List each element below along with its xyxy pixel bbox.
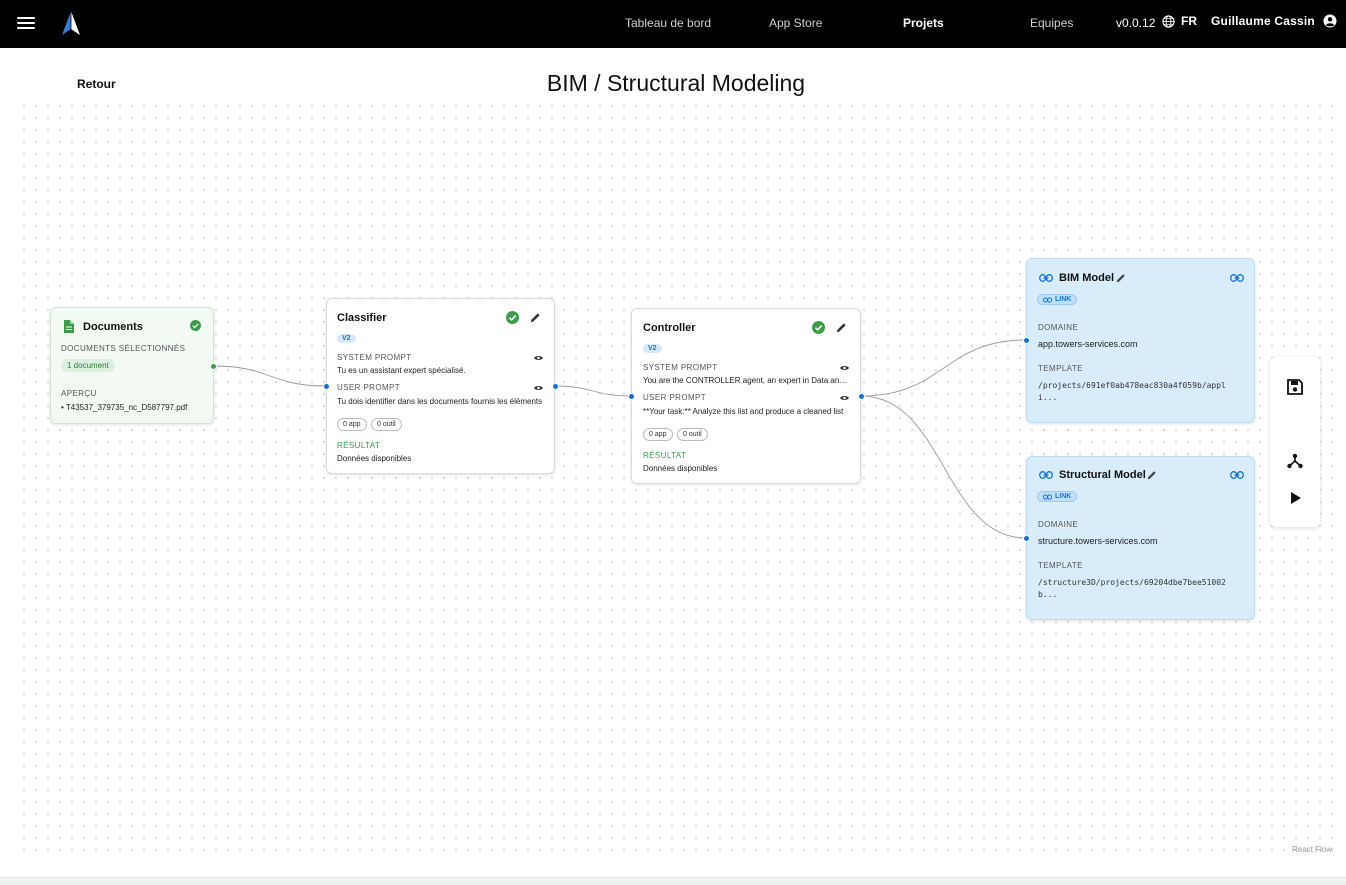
version-label: v0.0.12 xyxy=(1116,16,1156,30)
version-badge: V2 xyxy=(337,334,356,343)
domain-label: DOMAINE xyxy=(1038,520,1079,529)
template-label: TEMPLATE xyxy=(1038,364,1083,373)
page-title: BIM / Structural Modeling xyxy=(546,70,806,96)
documents-node[interactable]: Documents DOCUMENTS SÉLECTIONNÉS 1 docum… xyxy=(50,307,217,424)
result-label: RÉSULTAT xyxy=(337,441,381,450)
link-type-badge: LINK xyxy=(1037,294,1078,305)
classifier-node[interactable]: Classifier V2 SYSTEM PROMPT Tu es un ass… xyxy=(323,298,559,474)
system-prompt-text: You are the CONTROLLER agent, an expert … xyxy=(643,376,851,385)
domain-value: app.towers-services.com xyxy=(1038,339,1138,349)
language-selector[interactable]: FR xyxy=(1162,14,1197,28)
template-value-line-1: /structure3D/projects/69204dbe7bee51002 xyxy=(1038,578,1226,587)
eye-icon[interactable] xyxy=(840,365,849,371)
canvas-side-toolbar xyxy=(1270,357,1320,527)
edit-pencil-icon[interactable] xyxy=(836,322,847,333)
user-prompt-label: USER PROMPT xyxy=(337,383,401,392)
structural-model-title: Structural Model xyxy=(1059,469,1146,481)
check-circle-icon xyxy=(190,320,201,331)
domain-value: structure.towers-services.com xyxy=(1038,536,1158,546)
apps-count-chip[interactable]: 0 app xyxy=(337,418,367,431)
check-circle-icon xyxy=(812,321,825,334)
eye-icon[interactable] xyxy=(840,395,849,401)
bottom-edge xyxy=(0,877,1346,885)
link-badge-label: LINK xyxy=(1055,493,1072,500)
structural-model-input-handle[interactable] xyxy=(1023,535,1030,542)
tools-count-chip[interactable]: 0 outil xyxy=(371,418,402,431)
link-type-badge: LINK xyxy=(1037,491,1078,502)
bim-model-node[interactable]: BIM Model LINK DOMAINE app.towers-servic… xyxy=(1023,258,1255,423)
save-icon[interactable] xyxy=(1286,378,1304,396)
nav-link-projects[interactable]: Projets xyxy=(903,16,944,30)
open-link-icon[interactable] xyxy=(1230,274,1244,282)
eye-icon[interactable] xyxy=(534,355,543,361)
nav-link-teams[interactable]: Equipes xyxy=(1030,16,1074,30)
link-icon xyxy=(1043,494,1052,500)
document-count-badge: 1 document xyxy=(61,359,115,372)
link-icon xyxy=(1043,297,1052,303)
documents-node-title: Documents xyxy=(83,321,143,333)
documents-output-handle[interactable] xyxy=(210,363,217,370)
controller-output-handle[interactable] xyxy=(858,393,865,400)
apps-count-chip[interactable]: 0 app xyxy=(643,428,673,441)
user-prompt-text: **Your task:** Analyze this list and pro… xyxy=(643,407,844,416)
check-circle-icon xyxy=(506,311,519,324)
system-prompt-text: Tu es un assistant expert spécialisé. xyxy=(337,366,466,375)
classifier-input-handle[interactable] xyxy=(323,383,330,390)
bim-model-title: BIM Model xyxy=(1059,272,1114,284)
preview-label: APERÇU xyxy=(61,389,97,398)
logo-icon[interactable] xyxy=(60,10,82,36)
link-badge-label: LINK xyxy=(1055,296,1072,303)
edit-pencil-icon[interactable] xyxy=(1116,273,1126,283)
user-name: Guillaume Cassin xyxy=(1211,14,1315,28)
template-label: TEMPLATE xyxy=(1038,561,1083,570)
user-menu[interactable]: Guillaume Cassin xyxy=(1211,14,1337,28)
edit-pencil-icon[interactable] xyxy=(530,312,541,323)
play-icon[interactable] xyxy=(1286,489,1304,507)
hamburger-menu-icon[interactable] xyxy=(17,14,35,34)
structural-model-node[interactable]: Structural Model LINK DOMAINE structure.… xyxy=(1023,456,1255,620)
domain-label: DOMAINE xyxy=(1038,323,1079,332)
user-prompt-text: Tu dois identifier dans les documents fo… xyxy=(337,397,543,406)
template-value-line-2: i... xyxy=(1038,393,1058,402)
user-prompt-label: USER PROMPT xyxy=(643,393,707,402)
tools-count-chip[interactable]: 0 outil xyxy=(677,428,708,441)
back-link[interactable]: Retour xyxy=(77,77,116,91)
document-file-item: • T43537_379735_nc_D587797.pdf xyxy=(61,403,188,412)
bim-model-input-handle[interactable] xyxy=(1023,337,1030,344)
language-code: FR xyxy=(1181,14,1197,28)
document-icon xyxy=(64,320,74,333)
top-navigation-bar: Tableau de bord App Store Projets Equipe… xyxy=(0,0,1346,48)
react-flow-attribution[interactable]: React Flow xyxy=(1292,845,1333,854)
selected-documents-label: DOCUMENTS SÉLECTIONNÉS xyxy=(61,344,186,353)
nav-link-app-store[interactable]: App Store xyxy=(769,16,823,30)
controller-node[interactable]: Controller V2 SYSTEM PROMPT You are the … xyxy=(628,308,865,484)
account-circle-icon xyxy=(1323,14,1337,28)
system-prompt-label: SYSTEM PROMPT xyxy=(337,353,412,362)
link-icon xyxy=(1039,274,1053,282)
result-label: RÉSULTAT xyxy=(643,451,687,460)
system-prompt-label: SYSTEM PROMPT xyxy=(643,363,718,372)
controller-node-title: Controller xyxy=(643,322,696,334)
classifier-output-handle[interactable] xyxy=(552,383,559,390)
link-icon xyxy=(1039,471,1053,479)
controller-input-handle[interactable] xyxy=(628,393,635,400)
nav-link-dashboard[interactable]: Tableau de bord xyxy=(625,16,712,30)
auto-layout-icon[interactable] xyxy=(1286,452,1304,470)
version-badge: V2 xyxy=(643,344,662,353)
result-text: Données disponibles xyxy=(337,454,412,463)
template-value-line-2: b... xyxy=(1038,590,1058,599)
open-link-icon[interactable] xyxy=(1230,471,1244,479)
edit-pencil-icon[interactable] xyxy=(1147,470,1157,480)
classifier-node-title: Classifier xyxy=(337,312,387,324)
eye-icon[interactable] xyxy=(534,385,543,391)
globe-icon xyxy=(1162,14,1175,28)
template-value-line-1: /projects/691ef0ab478eac830a4f059b/appl xyxy=(1038,381,1226,390)
result-text: Données disponibles xyxy=(643,464,718,473)
